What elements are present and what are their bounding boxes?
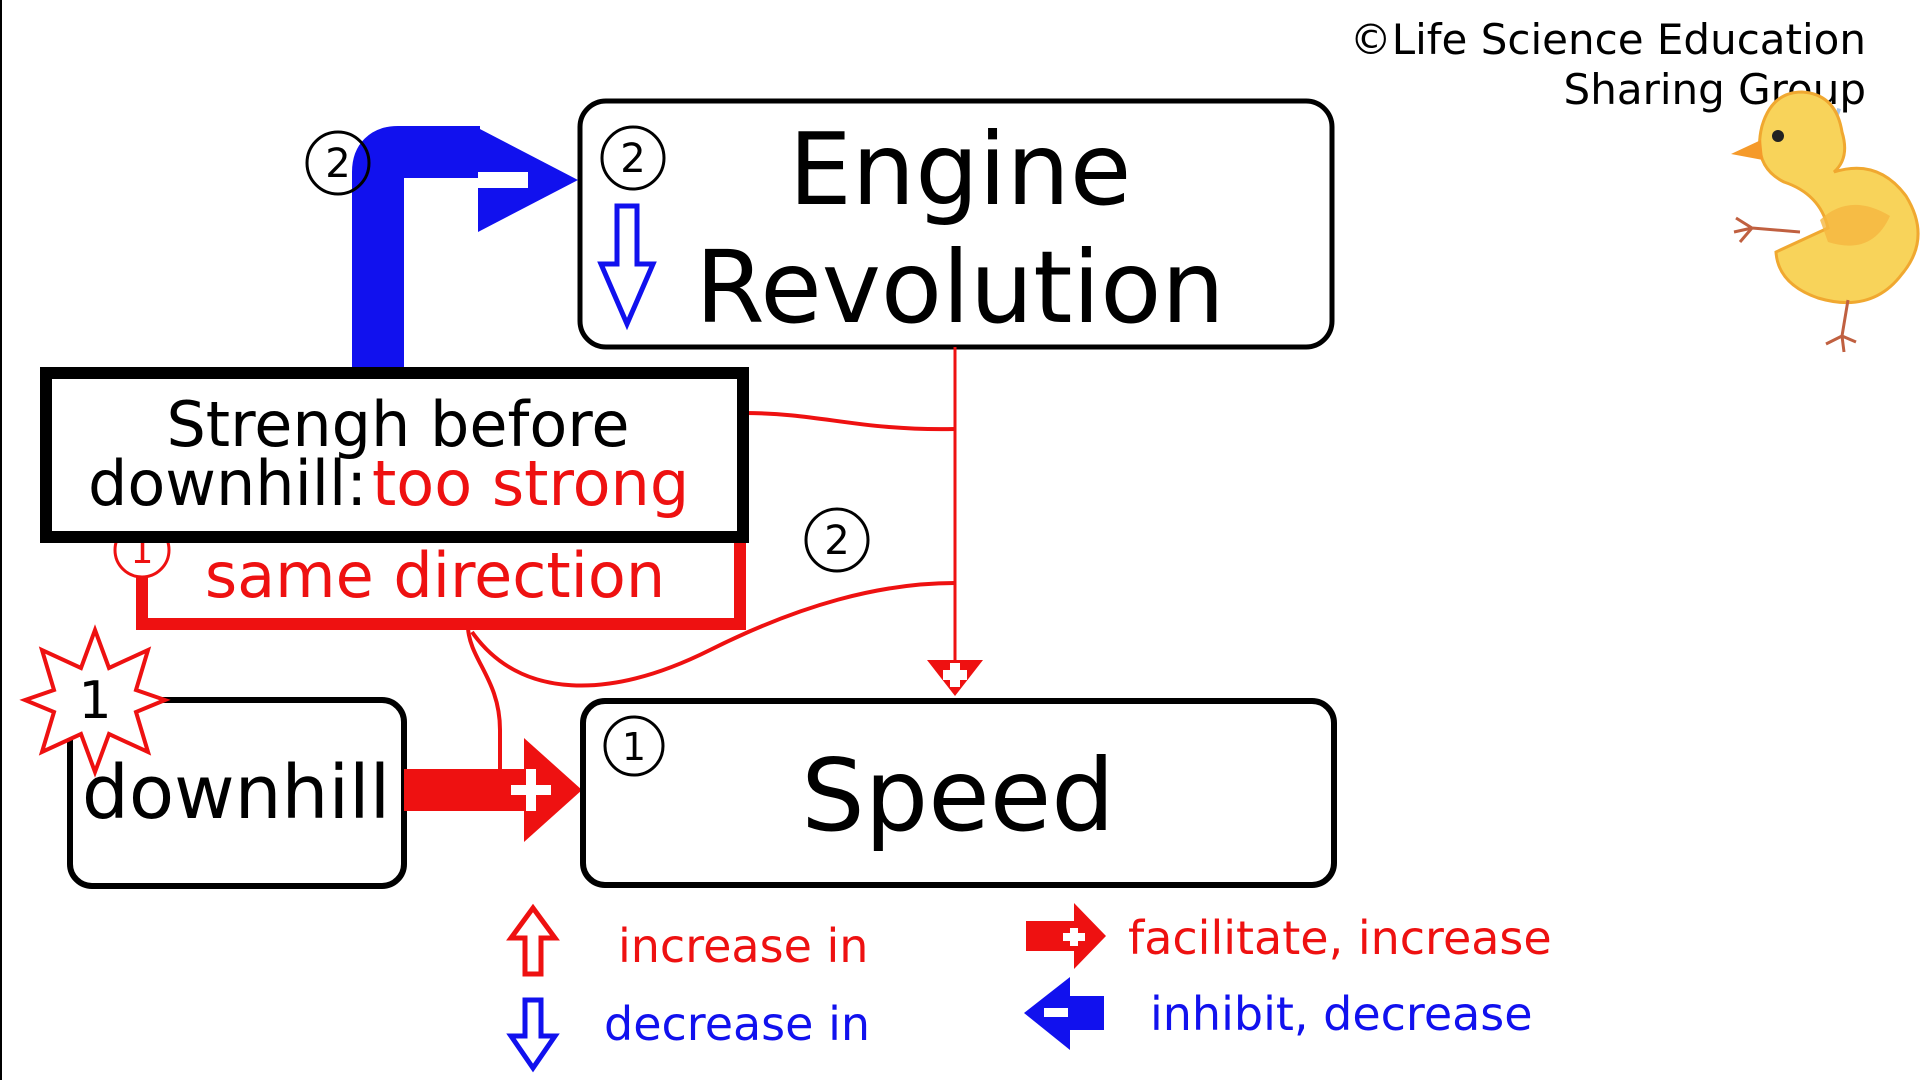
legend-inhibit-label: inhibit, decrease: [1150, 987, 1533, 1041]
copyright-line-1: ©Life Science Education: [1350, 15, 1866, 64]
merge-marker-number: 2: [824, 518, 849, 564]
facilitate-connectors: [466, 347, 957, 790]
event-number: 1: [78, 671, 111, 731]
chick-mascot-illustration: [1731, 90, 1920, 353]
downhill-facilitate-arrowhead-icon: [524, 738, 582, 842]
legend-facilitate-label: facilitate, increase: [1128, 911, 1552, 965]
legend: increase in decrease in facilitate, incr…: [506, 903, 1552, 1073]
downhill-label: downhill: [82, 750, 390, 836]
legend-increase-arrow-icon: [506, 903, 560, 977]
engine-decrease-arrow-icon: [597, 203, 657, 331]
facilitate-arrow-shaft: [404, 769, 528, 811]
plus-sign-horizontal-2: [511, 785, 551, 795]
strength-before-downhill-box: [40, 367, 749, 543]
engine-marker-circle: [600, 125, 666, 191]
event-starburst-icon: [19, 624, 171, 778]
strength-label-value: too strong: [372, 447, 689, 520]
inhibit-marker-circle: [305, 130, 371, 196]
legend-decrease-label: decrease in: [604, 997, 870, 1051]
plus-sign-horizontal: [943, 670, 967, 680]
speed-marker-circle: [603, 715, 665, 777]
strength-label-line-1: Strengh before: [166, 388, 629, 461]
minus-sign-icon: [478, 172, 528, 188]
legend-increase-label: increase in: [618, 919, 868, 973]
inhibit-arrow-shaft: [352, 126, 480, 373]
speed-box: [580, 698, 1337, 888]
speed-marker-number: 1: [622, 725, 646, 769]
legend-facilitate-arrowhead-icon: [1074, 903, 1106, 969]
inhibit-marker-number: 2: [325, 141, 350, 187]
engine-title-line-1: Engine: [789, 111, 1132, 228]
engine-title-line-2: Revolution: [695, 229, 1225, 346]
merge-marker-circle: [804, 507, 870, 573]
same-direction-label: same direction: [205, 539, 665, 612]
speed-label: Speed: [801, 737, 1114, 854]
engine-marker-number: 2: [620, 136, 645, 182]
strength-label-prefix: downhill:: [88, 447, 367, 520]
legend-decrease-arrow-icon: [506, 997, 560, 1073]
